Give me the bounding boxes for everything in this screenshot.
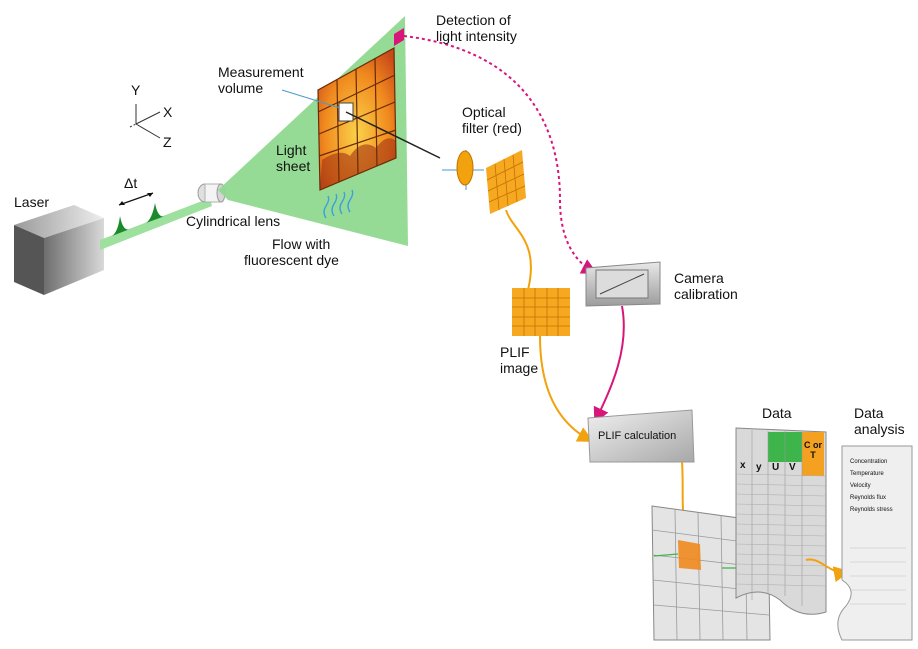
- axis-y-label: Y: [131, 82, 141, 98]
- analysis-item-velocity: Velocity: [850, 483, 871, 489]
- data-header-x: x: [740, 460, 746, 471]
- flow-arrows: [323, 189, 354, 219]
- laser-pulse-2: [146, 203, 165, 223]
- data-analysis-label-line1: Data: [854, 405, 884, 421]
- data-label: Data: [762, 405, 792, 421]
- measurement-volume-leader: [281, 89, 341, 109]
- optical-filter-label-line2: filter (red): [462, 120, 522, 136]
- analysis-item-reynolds-stress: Reynolds stress: [850, 507, 893, 513]
- plif-image-to-calculation-path: [539, 335, 594, 442]
- detection-label-line1: Detection of: [436, 12, 511, 28]
- axes-glyph: [129, 104, 161, 139]
- analysis-item-temperature: Temperature: [850, 471, 884, 477]
- plif-image-label-line2: image: [500, 360, 539, 376]
- camera-calibration-label-line2: calibration: [674, 286, 738, 302]
- detection-marker: [394, 28, 404, 46]
- filter-to-plif-image-path: [505, 209, 532, 291]
- data-header-v: V: [789, 462, 796, 473]
- light-sheet-label-line1: Light: [276, 142, 307, 158]
- plif-calculation-box: [587, 409, 695, 463]
- camera-calibration-box: [585, 261, 661, 307]
- analysis-item-concentration: Concentration: [850, 459, 888, 465]
- detection-to-calibration-path: [403, 35, 598, 274]
- data-header-y: y: [756, 462, 762, 473]
- plif-image-label-line1: PLIF: [500, 344, 530, 360]
- data-header-c-or-t: C or T: [804, 440, 822, 460]
- detection-label-line2: light intensity: [436, 28, 517, 44]
- optical-filter-label-line1: Optical: [462, 104, 506, 120]
- data-analysis-label-line2: analysis: [854, 421, 905, 437]
- axis-z-label: Z: [163, 134, 172, 150]
- measurement-volume-label-line2: volume: [218, 80, 264, 96]
- measurement-grid: [317, 46, 397, 191]
- delta-t-label: Δt: [124, 175, 138, 191]
- calibration-to-calculation-path: [593, 305, 625, 424]
- plif-image-grid: [512, 288, 570, 336]
- measurement-volume-label-line1: Measurement: [218, 64, 304, 80]
- laser-beam: [100, 198, 212, 250]
- analysis-sheet: [837, 445, 913, 641]
- cylindrical-lens-label: Cylindrical lens: [186, 213, 281, 229]
- laser-pulse-1: [112, 216, 130, 236]
- data-sheet: [735, 427, 827, 615]
- laser-device: [14, 205, 104, 295]
- filtered-image-grid: [486, 150, 526, 214]
- axis-x-label: X: [163, 104, 173, 120]
- optical-filter: [442, 150, 484, 190]
- delta-t-arrow: [118, 192, 154, 206]
- cylindrical-lens: [197, 183, 226, 203]
- flow-label-line1: Flow with: [272, 236, 331, 252]
- laser-label: Laser: [14, 194, 50, 210]
- light-sheet-label-line2: sheet: [276, 158, 311, 174]
- plif-calculation-label: PLIF calculation: [598, 430, 677, 442]
- camera-calibration-label-line1: Camera: [674, 270, 724, 286]
- observation-ray: [345, 111, 441, 159]
- analysis-item-reynolds-flux: Reynolds flux: [850, 495, 887, 501]
- flow-label-line2: fluorescent dye: [244, 252, 339, 268]
- data-header-u: U: [772, 462, 780, 473]
